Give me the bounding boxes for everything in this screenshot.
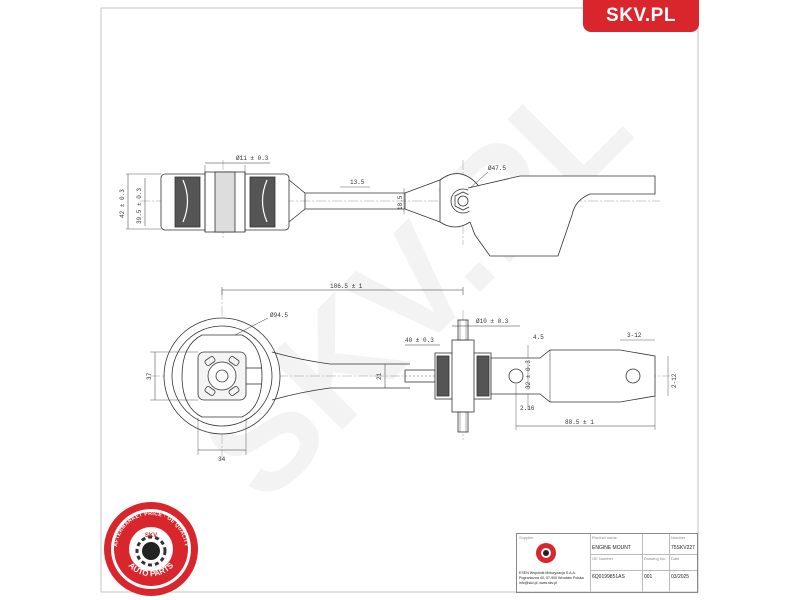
top-view	[126, 160, 660, 257]
dim-outer-height: 42 ± 0.3	[119, 189, 126, 218]
brand-logo: SKV.PL	[583, 0, 699, 32]
front-arm	[271, 351, 410, 401]
top-view-dimensions: Ø11 ± 0.3 42 ± 0.3 39.5 ± 0.3 13.5 18.5 …	[119, 155, 506, 224]
seal-center-text: SKV	[145, 533, 157, 539]
dim-slot-b: 2-12	[671, 373, 678, 388]
watermark-text: SKV.PL	[168, 38, 660, 530]
company-label: Supplier	[519, 535, 534, 540]
dim-arm-height: 21	[376, 372, 383, 380]
product-name: ENGINE MOUNT	[592, 545, 631, 551]
dim-slot-a: 3-12	[627, 332, 642, 339]
title-block: Supplier ESEN Wspólnik Motoryzacja S.A.A…	[516, 533, 698, 593]
dim-base-width: 34	[218, 456, 226, 463]
front-bushing	[434, 319, 492, 433]
dim-mount-height: 37	[146, 372, 153, 380]
dim-stud-offset: 40 ± 0.3	[405, 337, 434, 344]
oe-value: 6Q0199851AS	[592, 574, 625, 580]
date-value: 03/2025	[671, 574, 690, 580]
round-mount	[163, 317, 281, 435]
drawing-label: Drawing No.	[644, 556, 667, 561]
top-arm	[288, 179, 441, 223]
dim-arm-width: 13.5	[350, 179, 365, 186]
bracket-hole-inner	[508, 368, 524, 384]
watermark: SKV.PL	[168, 38, 660, 530]
dim-bushing-bore: Ø11 ± 0.3	[236, 155, 269, 162]
dim-bottom-thickness: 2.16	[520, 405, 535, 412]
dim-eye-diameter: Ø47.5	[488, 165, 506, 172]
date-label: Date	[671, 556, 680, 561]
bushing-body	[160, 171, 290, 233]
quality-seal: AFTERMARKET PRICE · OE QUALITY AUTO PART…	[104, 502, 198, 596]
front-view	[150, 287, 670, 460]
dim-mount-diameter: Ø94.5	[270, 312, 288, 319]
drawing-value: 001	[644, 574, 653, 580]
company-logo	[536, 543, 556, 563]
gear-icon	[135, 535, 167, 567]
drawing-frame	[100, 7, 699, 593]
dim-arm-length: 88.5 ± 1	[565, 419, 594, 426]
number-value: 75SKV227	[671, 545, 695, 551]
front-view-dimensions: 186.5 ± 1 Ø94.5 Ø10 ± 0.3 40 ± 0.3 37 21…	[146, 283, 678, 463]
number-label: Number	[671, 535, 686, 540]
bracket-hole-outer	[625, 368, 641, 384]
company-contact: info@skv.pl, www.skv.pl	[519, 581, 557, 585]
top-bracket	[467, 175, 656, 257]
dim-overall-length: 186.5 ± 1	[330, 283, 363, 290]
oe-label: OE Number	[592, 556, 614, 561]
dim-stud-diameter: Ø10 ± 0.3	[476, 318, 509, 325]
company-name: ESEN Wspólnik Motoryzacja S.A.A.	[519, 571, 576, 575]
product-label: Product name	[592, 535, 617, 540]
company-address: Pograniczna 40, 57-900 Wrocław Polska	[519, 576, 584, 580]
dim-inner-height: 39.5 ± 0.3	[136, 188, 143, 224]
dim-hole-diameter: 32 ± 0.3	[525, 360, 532, 389]
dim-bracket-thickness: 4.5	[533, 334, 544, 341]
dim-arm-depth: 18.5	[397, 195, 404, 210]
